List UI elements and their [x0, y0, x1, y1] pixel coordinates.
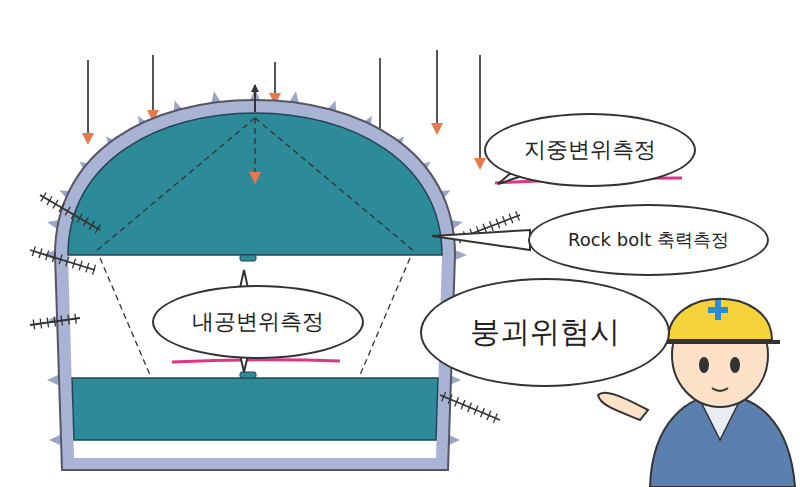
hatch: [95, 224, 100, 233]
hatch: [52, 253, 55, 263]
hatch: [481, 408, 485, 417]
spike: [449, 435, 460, 445]
speech-bubble: Rock bolt 축력측정: [528, 204, 769, 276]
bubble-text: 지중변위측정: [524, 135, 656, 165]
bubble-text: Rock bolt 축력측정: [568, 228, 729, 252]
hatch: [77, 214, 82, 223]
hatch: [474, 405, 478, 414]
hatch: [47, 196, 52, 205]
hatch: [68, 315, 69, 325]
measure-point: [240, 255, 256, 261]
extensometer-tip: [251, 84, 259, 92]
hatch: [54, 317, 55, 327]
speech-bubble: 내공변위측정: [152, 285, 364, 359]
hatch: [47, 318, 48, 328]
hatch: [32, 246, 35, 256]
speech-bubble: 붕괴위험시: [420, 278, 670, 387]
hatch: [461, 400, 465, 409]
hatch: [46, 251, 49, 261]
arrow-head: [249, 172, 261, 184]
hatch: [66, 257, 69, 267]
spike: [47, 375, 58, 385]
bubble-text: 붕괴위험시: [470, 312, 620, 353]
hatch: [493, 413, 497, 422]
hatch: [59, 203, 64, 212]
hatch: [455, 397, 459, 406]
spike: [455, 250, 467, 260]
upper-band: [68, 113, 442, 255]
hatch: [83, 217, 88, 226]
hatch: [53, 200, 58, 209]
hatch: [72, 259, 75, 269]
hatch: [59, 255, 62, 265]
hatch: [487, 411, 491, 420]
speech-bubble: 지중변위측정: [484, 113, 696, 187]
hatch: [79, 261, 82, 271]
hatch: [503, 216, 507, 225]
tunnel-lining: [55, 100, 455, 470]
hatch: [41, 193, 46, 202]
hatch: [89, 221, 94, 230]
hatch: [490, 221, 494, 230]
measure-point: [240, 372, 256, 378]
hatch: [509, 214, 513, 223]
spike: [49, 435, 60, 445]
hatch: [61, 316, 62, 326]
hatch: [468, 403, 472, 412]
hatch: [86, 263, 89, 273]
measure-lines: [95, 118, 415, 375]
hatch: [442, 392, 446, 401]
hatch: [71, 210, 76, 219]
hatch: [75, 314, 76, 324]
lower-band: [72, 378, 438, 440]
hatch: [40, 319, 41, 329]
hatch: [516, 211, 520, 220]
hatch: [496, 219, 500, 228]
hatch: [448, 395, 452, 404]
hatch: [93, 265, 96, 275]
highlight: [172, 360, 340, 362]
bubble-text: 내공변위측정: [192, 307, 324, 337]
tunnel-interior: [68, 113, 442, 458]
hatch: [65, 207, 70, 216]
hatch: [33, 319, 34, 329]
hatch: [39, 248, 42, 258]
